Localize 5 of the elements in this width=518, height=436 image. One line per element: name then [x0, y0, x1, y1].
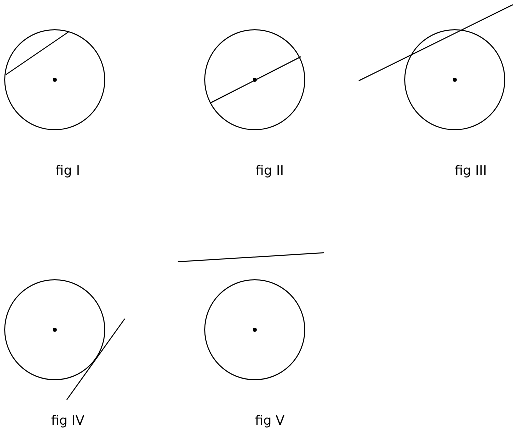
figure-label: fig II — [256, 164, 284, 180]
figure-label: fig I — [56, 164, 80, 180]
figure-label: fig V — [255, 414, 285, 430]
figure-label: fig IV — [51, 414, 85, 430]
figure-label: fig III — [454, 164, 488, 180]
